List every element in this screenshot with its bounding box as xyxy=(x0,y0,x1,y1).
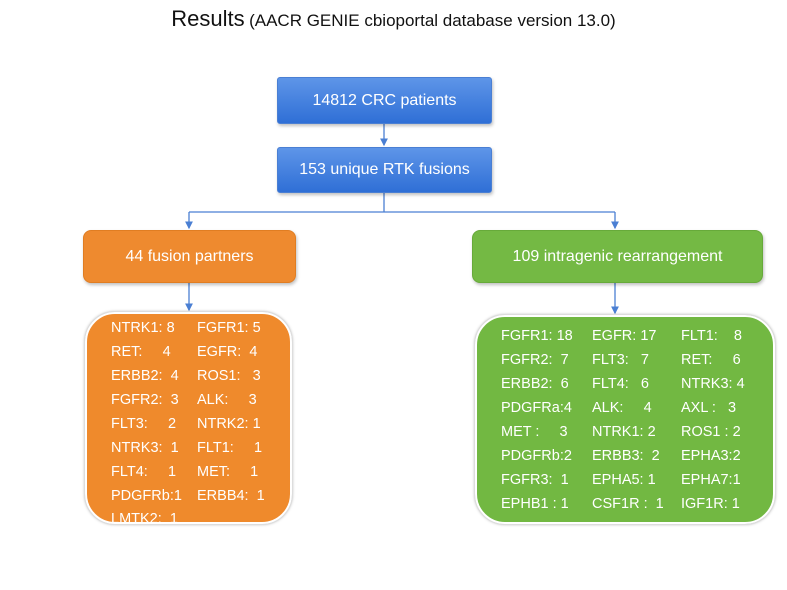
partner-row: ERBB2: 4 ROS1: 3 xyxy=(111,367,261,386)
partner-entry: FLT4: 1 xyxy=(111,464,177,480)
intragenic-entry: CSF1R : 1 xyxy=(592,496,664,512)
connector-lines xyxy=(185,124,619,315)
partner-entry: NTRK3: 1 xyxy=(111,440,179,456)
intragenic-entry: FGFR2: 7 xyxy=(501,352,569,368)
node-intragenic-rearrangement: 109 intragenic rearrangement xyxy=(472,230,763,283)
title-subtitle: (AACR GENIE cbioportal database version … xyxy=(249,11,616,30)
intragenic-entry: EPHA7:1 xyxy=(681,472,741,488)
partner-row: FLT3: 2 NTRK2: 1 xyxy=(111,415,261,434)
intragenic-row: ERBB2: 6 FLT4: 6 NTRK3: 4 xyxy=(501,375,745,394)
intragenic-entry: PDGFRa:4 xyxy=(501,400,572,416)
intragenic-entry: EPHB1 : 1 xyxy=(501,496,569,512)
intragenic-entry: NTRK1: 2 xyxy=(592,424,656,440)
partner-entry: LMTK2: 1 xyxy=(111,511,178,527)
partner-row: NTRK1: 8 FGFR1: 5 xyxy=(111,319,261,338)
partner-entry: FGFR2: 3 xyxy=(111,392,179,408)
node-intragenic-label: 109 intragenic rearrangement xyxy=(512,247,723,265)
partner-entry: FLT3: 2 xyxy=(111,416,177,432)
title-main: Results xyxy=(171,6,245,31)
node-fusion-partners-label: 44 fusion partners xyxy=(125,247,254,265)
node-crc-patients: 14812 CRC patients xyxy=(277,77,492,124)
intragenic-entry: EGFR: 17 xyxy=(592,328,657,344)
partner-row: LMTK2: 1 xyxy=(111,510,178,529)
intragenic-entry: FLT4: 6 xyxy=(592,376,649,392)
partner-entry: ALK: 3 xyxy=(197,392,257,408)
intragenic-entry: MET : 3 xyxy=(501,424,568,440)
intragenic-entry: FLT3: 7 xyxy=(592,352,649,368)
intragenic-row: FGFR3: 1 EPHA5: 1 EPHA7:1 xyxy=(501,471,741,490)
partner-row: FLT4: 1 MET: 1 xyxy=(111,463,258,482)
intragenic-list: FGFR1: 18 EGFR: 17 FLT1: 8 FGFR2: 7 FLT3… xyxy=(474,314,776,525)
partner-row: NTRK3: 1 FLT1: 1 xyxy=(111,439,262,458)
intragenic-entry: PDGFRb:2 xyxy=(501,448,572,464)
partner-entry: ROS1: 3 xyxy=(197,368,261,384)
fusion-partners-list: NTRK1: 8 FGFR1: 5 RET: 4 EGFR: 4 ERBB2: … xyxy=(84,311,293,527)
intragenic-row: PDGFRb:2 ERBB3: 2 EPHA3:2 xyxy=(501,447,741,466)
intragenic-entry: FGFR3: 1 xyxy=(501,472,569,488)
intragenic-entry: FLT1: 8 xyxy=(681,328,742,344)
partner-entry: FLT1: 1 xyxy=(197,440,263,456)
intragenic-entry: ALK: 4 xyxy=(592,400,652,416)
partner-row: RET: 4 EGFR: 4 xyxy=(111,343,257,362)
partner-entry: NTRK2: 1 xyxy=(197,416,261,432)
partner-entry: EGFR: 4 xyxy=(197,344,258,360)
intragenic-row: PDGFRa:4 ALK: 4 AXL : 3 xyxy=(501,399,736,418)
partner-entry: NTRK1: 8 xyxy=(111,320,175,336)
intragenic-entry: AXL : 3 xyxy=(681,400,737,416)
intragenic-entry: EPHA5: 1 xyxy=(592,472,656,488)
intragenic-row: EPHB1 : 1 CSF1R : 1 IGF1R: 1 xyxy=(501,495,740,514)
node-rtk-fusions: 153 unique RTK fusions xyxy=(277,147,492,193)
intragenic-row: FGFR2: 7 FLT3: 7 RET: 6 xyxy=(501,351,741,370)
node-rtk-fusions-label: 153 unique RTK fusions xyxy=(299,161,470,178)
partner-entry: FGFR1: 5 xyxy=(197,320,261,336)
node-crc-patients-label: 14812 CRC patients xyxy=(312,91,457,109)
intragenic-row: MET : 3 NTRK1: 2 ROS1 : 2 xyxy=(501,423,741,442)
partner-entry: MET: 1 xyxy=(197,464,259,480)
partner-entry: ERBB2: 4 xyxy=(111,368,179,384)
partner-row: FGFR2: 3 ALK: 3 xyxy=(111,391,257,410)
partner-entry: RET: 4 xyxy=(111,344,171,360)
intragenic-entry: ERBB2: 6 xyxy=(501,376,569,392)
intragenic-entry: EPHA3:2 xyxy=(681,448,741,464)
intragenic-entry: RET: 6 xyxy=(681,352,741,368)
diagram-title: Results (AACR GENIE cbioportal database … xyxy=(0,6,787,32)
intragenic-entry: IGF1R: 1 xyxy=(681,496,740,512)
partner-row: PDGFRb:1 ERBB4: 1 xyxy=(111,487,265,506)
partner-entry: PDGFRb:1 xyxy=(111,488,182,504)
node-fusion-partners: 44 fusion partners xyxy=(83,230,296,283)
intragenic-entry: NTRK3: 4 xyxy=(681,376,745,392)
intragenic-entry: ERBB3: 2 xyxy=(592,448,660,464)
intragenic-entry: ROS1 : 2 xyxy=(681,424,741,440)
intragenic-row: FGFR1: 18 EGFR: 17 FLT1: 8 xyxy=(501,327,742,346)
partner-entry: ERBB4: 1 xyxy=(197,488,265,504)
intragenic-entry: FGFR1: 18 xyxy=(501,328,573,344)
